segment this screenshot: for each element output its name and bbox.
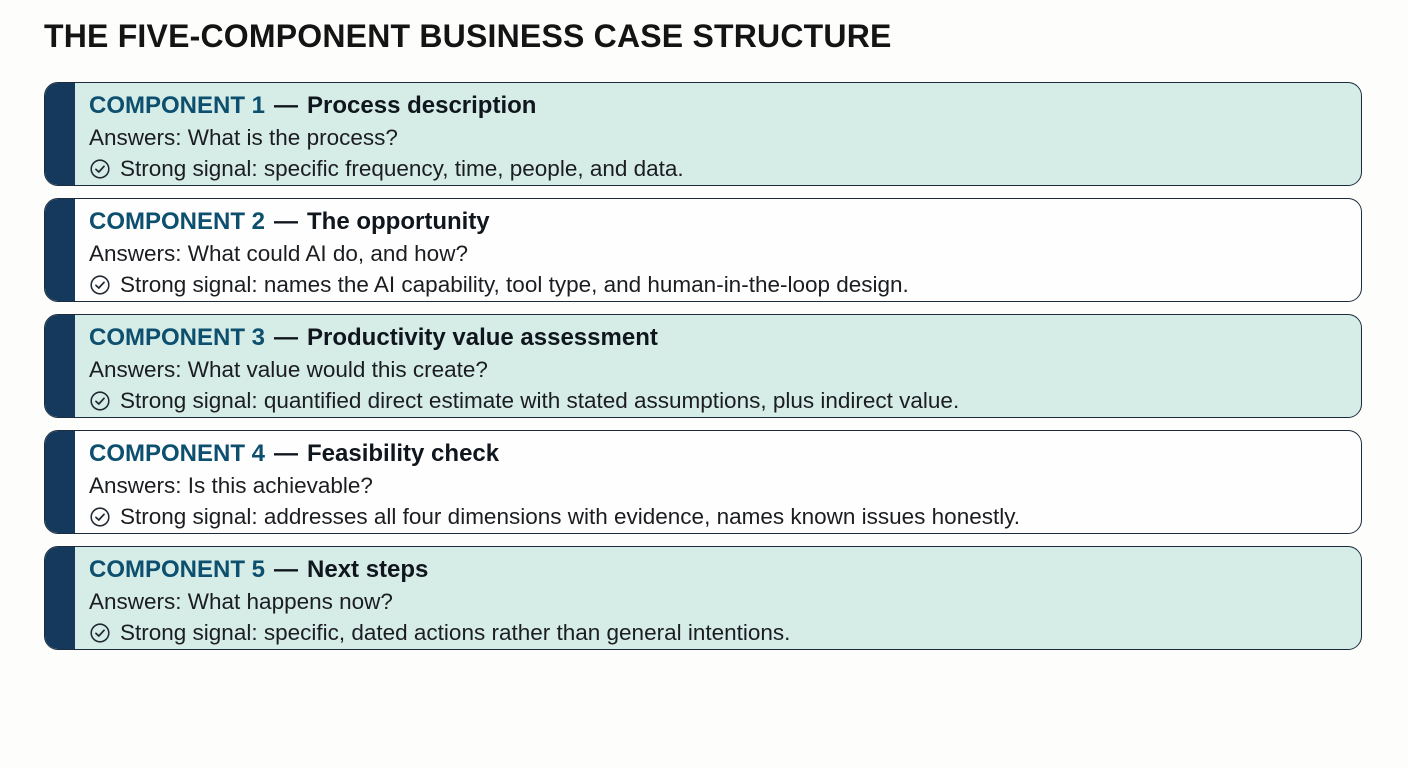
check-circle-icon [90, 506, 110, 527]
check-circle-icon [90, 158, 110, 179]
signal-text: Strong signal: addresses all four dimens… [120, 504, 1021, 529]
component-card: COMPONENT 2 — The opportunity Answers: Wha… [44, 198, 1362, 302]
component-card: COMPONENT 3 — Productivity value assessmen… [44, 314, 1362, 418]
component-heading: COMPONENT 4 — Feasibility check [89, 437, 1345, 470]
accent-bar [45, 315, 75, 417]
component-signal: Strong signal: specific frequency, time,… [89, 153, 1345, 184]
component-title: Next steps [307, 556, 429, 583]
accent-bar [45, 199, 75, 301]
card-content: COMPONENT 5 — Next steps Answers: What hap… [89, 553, 1345, 648]
component-heading: COMPONENT 5 — Next steps [89, 553, 1345, 586]
component-answers: Answers: What value would this create? [89, 357, 488, 382]
component-answers: Answers: What happens now? [89, 589, 393, 614]
component-label: COMPONENT 3 [89, 324, 266, 351]
check-circle-icon [90, 390, 110, 411]
signal-text: Strong signal: specific, dated actions r… [120, 620, 791, 645]
component-label: COMPONENT 2 [89, 208, 266, 235]
accent-bar [45, 547, 75, 649]
component-heading: COMPONENT 1 — Process description [89, 89, 1345, 122]
component-answers: Answers: What is the process? [89, 125, 398, 150]
component-label: COMPONENT 4 [89, 440, 266, 467]
signal-text: Strong signal: quantified direct estimat… [120, 388, 960, 413]
component-card: COMPONENT 4 — Feasibility check Answers: I… [44, 430, 1362, 534]
card-content: COMPONENT 1 — Process description Answers:… [89, 89, 1345, 184]
component-title: Process description [307, 92, 537, 119]
accent-bar [45, 431, 75, 533]
heading-separator: — [274, 324, 299, 351]
card-content: COMPONENT 3 — Productivity value assessmen… [89, 321, 1345, 416]
heading-separator: — [274, 440, 299, 467]
heading-separator: — [274, 556, 299, 583]
component-heading: COMPONENT 2 — The opportunity [89, 205, 1345, 238]
signal-text: Strong signal: names the AI capability, … [120, 272, 909, 297]
signal-text: Strong signal: specific frequency, time,… [120, 156, 684, 181]
component-card: COMPONENT 5 — Next steps Answers: What hap… [44, 546, 1362, 650]
component-label: COMPONENT 5 [89, 556, 266, 583]
card-content: COMPONENT 2 — The opportunity Answers: Wha… [89, 205, 1345, 300]
page-title: THE FIVE-COMPONENT BUSINESS CASE STRUCTU… [44, 18, 892, 54]
component-card: COMPONENT 1 — Process description Answers:… [44, 82, 1362, 186]
component-answers: Answers: Is this achievable? [89, 473, 373, 498]
component-signal: Strong signal: specific, dated actions r… [89, 617, 1345, 648]
component-title: The opportunity [307, 208, 490, 235]
heading-separator: — [274, 92, 299, 119]
component-signal: Strong signal: quantified direct estimat… [89, 385, 1345, 416]
accent-bar [45, 83, 75, 185]
component-list: COMPONENT 1 — Process description Answers:… [44, 82, 1362, 650]
component-title: Feasibility check [307, 440, 500, 467]
component-answers: Answers: What could AI do, and how? [89, 241, 468, 266]
card-content: COMPONENT 4 — Feasibility check Answers: I… [89, 437, 1345, 532]
component-heading: COMPONENT 3 — Productivity value assessmen… [89, 321, 1345, 354]
heading-separator: — [274, 208, 299, 235]
component-signal: Strong signal: names the AI capability, … [89, 269, 1345, 300]
check-circle-icon [90, 622, 110, 643]
check-circle-icon [90, 274, 110, 295]
component-title: Productivity value assessment [307, 324, 658, 351]
component-label: COMPONENT 1 [89, 92, 266, 119]
component-signal: Strong signal: addresses all four dimens… [89, 501, 1345, 532]
